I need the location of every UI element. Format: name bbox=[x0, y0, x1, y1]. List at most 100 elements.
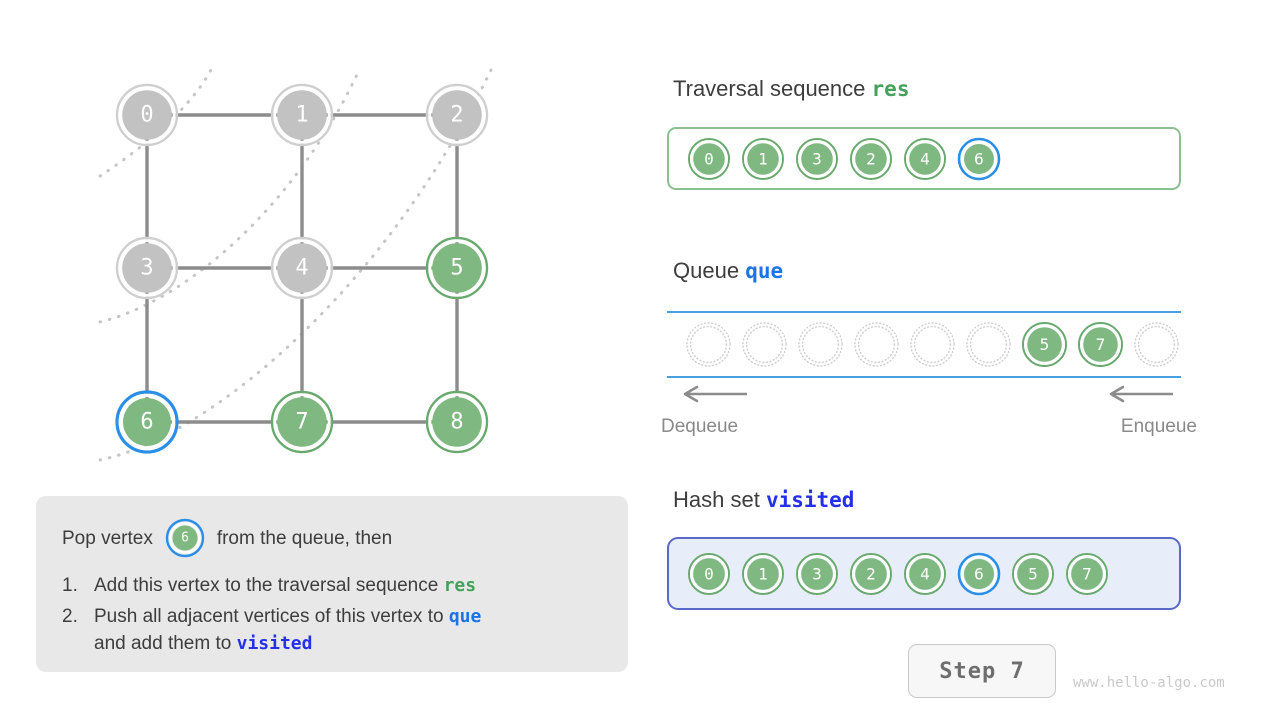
explanation-lead-after: from the queue, then bbox=[216, 527, 393, 549]
svg-text:6: 6 bbox=[181, 531, 189, 546]
hash-node-0[interactable]: 0 bbox=[687, 552, 731, 596]
graph-vertex-6[interactable]: 6 bbox=[115, 390, 179, 454]
explanation-step-2: 2. Push all adjacent vertices of this ve… bbox=[62, 603, 602, 658]
enqueue-label: Enqueue bbox=[1120, 416, 1197, 437]
explanation-steps-list: 1. Add this vertex to the traversal sequ… bbox=[62, 572, 602, 658]
explanation-vertex-badge: 6 bbox=[165, 518, 205, 558]
hash-node-label-4: 4 bbox=[920, 564, 930, 583]
watermark: www.hello-algo.com bbox=[1073, 675, 1225, 691]
step-1-code-res: res bbox=[443, 575, 477, 596]
hash-node-label-3: 2 bbox=[866, 564, 876, 583]
graph-vertex-7[interactable]: 7 bbox=[270, 390, 334, 454]
graph-vertex-3[interactable]: 3 bbox=[115, 236, 179, 300]
traversal-sequence-nodes: 0 1 3 2 4 6 bbox=[669, 129, 1001, 188]
queue-slot-6[interactable]: 5 bbox=[1021, 321, 1068, 368]
res-node-5[interactable]: 6 bbox=[957, 137, 1001, 181]
queue-slot-0[interactable] bbox=[685, 321, 732, 368]
queue-arrow-row bbox=[667, 385, 1181, 403]
queue-arrows-svg bbox=[683, 385, 1173, 403]
hash-node-label-6: 5 bbox=[1028, 564, 1038, 583]
hash-set-nodes: 0 1 3 2 4 6 5 7 bbox=[669, 539, 1109, 608]
graph-vertex-label-4: 4 bbox=[295, 256, 308, 281]
queue-rail-bottom bbox=[667, 376, 1181, 378]
graph-vertex-1[interactable]: 1 bbox=[270, 83, 334, 147]
graph-vertex-label-7: 7 bbox=[295, 410, 308, 435]
queue-label-row: Dequeue Enqueue bbox=[661, 416, 1197, 442]
graph-vertex-5[interactable]: 5 bbox=[425, 236, 489, 300]
step-2-code-visited: visited bbox=[236, 633, 313, 655]
enqueue-arrow-icon bbox=[1109, 385, 1173, 403]
queue-rail-top bbox=[667, 311, 1181, 313]
res-title-text: Traversal sequence bbox=[673, 76, 866, 101]
res-node-1[interactable]: 1 bbox=[741, 137, 785, 181]
graph-vertex-0[interactable]: 0 bbox=[115, 83, 179, 147]
graph-vertex-8[interactable]: 8 bbox=[425, 390, 489, 454]
hash-node-5[interactable]: 6 bbox=[957, 552, 1001, 596]
hash-node-1[interactable]: 1 bbox=[741, 552, 785, 596]
hash-node-3[interactable]: 2 bbox=[849, 552, 893, 596]
res-node-3[interactable]: 2 bbox=[849, 137, 893, 181]
queue-slot-4[interactable] bbox=[909, 321, 956, 368]
graph-vertex-label-3: 3 bbox=[140, 256, 153, 281]
graph-vertex-2[interactable]: 2 bbox=[425, 83, 489, 147]
hash-node-6[interactable]: 5 bbox=[1011, 552, 1055, 596]
res-title-code: res bbox=[871, 77, 910, 101]
hash-node-2[interactable]: 3 bbox=[795, 552, 839, 596]
step-1-text-before: Add this vertex to the traversal sequenc… bbox=[94, 575, 444, 596]
step-2-text-before: Push all adjacent vertices of this verte… bbox=[94, 605, 449, 627]
queue-slot-8[interactable] bbox=[1133, 321, 1180, 368]
dequeue-arrow-icon bbox=[683, 385, 747, 403]
explanation-lead: Pop vertex 6 from the queue, then bbox=[62, 518, 602, 558]
graph-svg: 0 1 2 3 4 5 6 7 8 bbox=[98, 66, 494, 462]
graph-vertex-4[interactable]: 4 bbox=[270, 236, 334, 300]
dequeue-label: Dequeue bbox=[661, 416, 739, 437]
res-node-4[interactable]: 4 bbox=[903, 137, 947, 181]
graph-vertex-label-0: 0 bbox=[140, 103, 153, 128]
step-1-text: Add this vertex to the traversal sequenc… bbox=[94, 572, 476, 600]
res-node-2[interactable]: 3 bbox=[795, 137, 839, 181]
res-node-label-2: 3 bbox=[812, 149, 822, 168]
res-node-label-1: 1 bbox=[758, 149, 768, 168]
hash-node-label-7: 7 bbox=[1082, 564, 1092, 583]
explanation-box: Pop vertex 6 from the queue, then 1. Add… bbox=[36, 496, 628, 672]
bfs-wavefront-curve-1 bbox=[98, 66, 362, 324]
hash-node-label-1: 1 bbox=[758, 564, 768, 583]
queue-slot-3[interactable] bbox=[853, 321, 900, 368]
res-node-label-3: 2 bbox=[866, 149, 876, 168]
queue-slot-5[interactable] bbox=[965, 321, 1012, 368]
queue-slot-7[interactable]: 7 bbox=[1077, 321, 1124, 368]
res-node-label-4: 4 bbox=[920, 149, 930, 168]
step-1-number: 1. bbox=[62, 575, 78, 596]
hash-node-label-5: 6 bbox=[974, 564, 984, 583]
step-2-number: 2. bbox=[62, 605, 78, 627]
step-2-code-que: que bbox=[448, 605, 482, 627]
queue-slot-1[interactable] bbox=[741, 321, 788, 368]
queue-slot-label-6: 5 bbox=[1040, 335, 1050, 354]
hash-set-box: 0 1 3 2 4 6 5 7 bbox=[667, 537, 1181, 610]
explanation-step-1: 1. Add this vertex to the traversal sequ… bbox=[62, 572, 602, 600]
queue-title-text: Queue bbox=[673, 258, 740, 283]
step-badge: Step 7 bbox=[908, 644, 1056, 698]
explanation-lead-before: Pop vertex bbox=[62, 527, 153, 549]
hash-title-code: visited bbox=[765, 488, 855, 512]
graph-vertex-label-5: 5 bbox=[450, 256, 463, 281]
queue-slot-2[interactable] bbox=[797, 321, 844, 368]
traversal-sequence-box: 0 1 3 2 4 6 bbox=[667, 127, 1181, 190]
queue-slot-label-7: 7 bbox=[1096, 335, 1106, 354]
graph-vertex-label-8: 8 bbox=[450, 410, 463, 435]
graph-vertex-label-2: 2 bbox=[450, 103, 463, 128]
queue-section-title: Queue que bbox=[673, 258, 783, 284]
hash-node-label-2: 3 bbox=[812, 564, 822, 583]
hash-node-4[interactable]: 4 bbox=[903, 552, 947, 596]
res-node-0[interactable]: 0 bbox=[687, 137, 731, 181]
right-panel: Traversal sequence res bbox=[640, 0, 1280, 720]
graph-vertex-label-6: 6 bbox=[140, 410, 153, 435]
step-2-line2-before: and add them to bbox=[94, 633, 237, 655]
vertex-6-badge-icon: 6 bbox=[165, 518, 205, 558]
step-2-text: Push all adjacent vertices of this verte… bbox=[94, 603, 481, 658]
res-node-label-0: 0 bbox=[704, 149, 714, 168]
hash-node-7[interactable]: 7 bbox=[1065, 552, 1109, 596]
